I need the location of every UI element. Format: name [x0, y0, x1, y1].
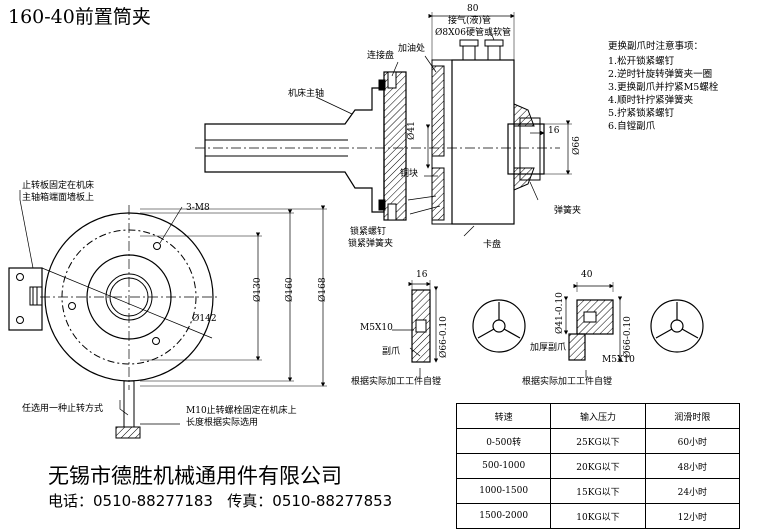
jaw-left-d66: Ø66-0.10	[439, 316, 449, 358]
notes-heading: 更换副爪时注意事项：	[608, 41, 704, 52]
note-5: 5.拧紧锁紧螺钉	[608, 108, 675, 119]
table-cell: 60小时	[644, 428, 741, 454]
header-pressure: 输入压力	[550, 403, 646, 429]
m8-label: 3-M8	[186, 203, 210, 213]
d130-label: Ø130	[253, 277, 263, 302]
table-row: 500-1000 20KG以下 48小时	[455, 453, 741, 479]
spring-collet-label: 弹簧夹	[554, 206, 582, 216]
jaw-right-dim-40: 40	[581, 270, 593, 280]
section-view	[195, 12, 572, 237]
fax-label: 传真：	[227, 492, 273, 510]
table-row: 0-500转 25KG以下 60小时	[455, 428, 741, 454]
header-lubrication: 润滑时限	[644, 403, 741, 429]
jaw-right-d66: Ø66-0.10	[623, 316, 633, 358]
table-row: 1000-1500 15KG以下 24小时	[455, 478, 741, 504]
company-name: 无锡市德胜机械通用件有限公司	[48, 464, 342, 488]
jaw-left-m5: M5X10	[360, 323, 393, 333]
header-speed: 转速	[455, 403, 552, 429]
table-cell: 25KG以下	[550, 428, 646, 454]
jaw-right-name: 加厚副爪	[530, 343, 567, 353]
table-cell: 15KG以下	[550, 478, 646, 504]
jaw-left-bore: 根据实际加工工件自镗	[351, 377, 442, 387]
m8-hole-left	[68, 302, 76, 310]
spindle-label: 机床主轴	[288, 89, 325, 99]
collet-face-right	[650, 299, 704, 353]
pipe-spec-label: Ø8X06硬管或软管	[435, 28, 511, 38]
table-cell: 10KG以下	[550, 503, 646, 529]
jaw-detail-right	[563, 282, 623, 378]
spec-table-header: 转速 输入压力 润滑时限	[455, 403, 741, 429]
table-cell: 1500-2000	[455, 503, 552, 529]
jaw-right-m5: M5X10	[602, 355, 635, 365]
dim-80-label: 80	[467, 4, 479, 14]
drawing-title: 160-40前置筒夹	[8, 6, 151, 28]
jaw-right-d41: Ø41-0.10	[555, 292, 565, 334]
m8-hole-bottom	[152, 337, 160, 345]
jaw-detail-left	[392, 280, 439, 378]
note-2: 2.逆时针旋转弹簧夹一圈	[608, 69, 713, 80]
flange-label: 连接盘	[367, 51, 395, 61]
table-cell: 20KG以下	[550, 453, 646, 479]
dim-16-label: 16	[548, 126, 560, 136]
note-1: 1.松开锁紧螺钉	[608, 56, 675, 67]
table-cell: 24小时	[644, 478, 741, 504]
fax-number: 0510-88277853	[272, 492, 393, 510]
d41-label: Ø41	[407, 121, 417, 140]
table-cell: 1000-1500	[455, 478, 552, 504]
chuck-label: 卡盘	[483, 240, 502, 250]
m8-hole-top	[153, 242, 161, 250]
stop-plate-label-1: 止转板固定在机床	[22, 181, 95, 191]
m10-label-1: M10止转螺栓固定在机床上	[186, 406, 297, 416]
lock-screw-label: 锁紧螺钉	[350, 227, 387, 237]
note-3: 3.更换副爪并拧紧M5螺栓	[608, 82, 719, 93]
m10-label-2: 长度根据实际选用	[186, 418, 259, 428]
oil-port-label: 加油处	[398, 44, 426, 54]
contact-line: 电话：0510-88277183 传真：0510-88277853	[48, 494, 392, 509]
jaw-left-dim-16: 16	[416, 270, 428, 280]
d168-label: Ø168	[318, 277, 328, 302]
table-row: 1500-2000 10KG以下 12小时	[455, 503, 741, 529]
table-cell: 12小时	[644, 503, 741, 529]
table-cell: 0-500转	[455, 428, 552, 454]
table-cell: 48小时	[644, 453, 741, 479]
stop-plate-label-2: 主轴箱端面墙板上	[22, 193, 95, 203]
phone-label: 电话：	[48, 492, 94, 510]
d142-label: Ø142	[192, 314, 217, 324]
stop-option-label: 任选用一种止转方式	[22, 404, 104, 414]
d160-label: Ø160	[285, 277, 295, 302]
lock-spring-label: 锁紧弹簧夹	[348, 239, 394, 249]
copper-block-label: 铜块	[400, 169, 419, 179]
table-cell: 500-1000	[455, 453, 552, 479]
phone-number: 0510-88277183	[93, 492, 213, 510]
front-view	[8, 190, 327, 439]
collet-face-left	[472, 299, 526, 353]
spec-table: 转速 输入压力 润滑时限 0-500转 25KG以下 60小时 500-1000…	[455, 403, 741, 529]
d66-label: Ø66	[572, 136, 582, 155]
note-6: 6.自镗副爪	[608, 121, 656, 132]
jaw-right-bore: 根据实际加工工件自镗	[522, 377, 613, 387]
note-4: 4.顺时针拧紧弹簧夹	[608, 95, 694, 106]
air-pipe-label: 接气(液)管	[448, 16, 492, 26]
jaw-left-name: 副爪	[382, 347, 401, 357]
